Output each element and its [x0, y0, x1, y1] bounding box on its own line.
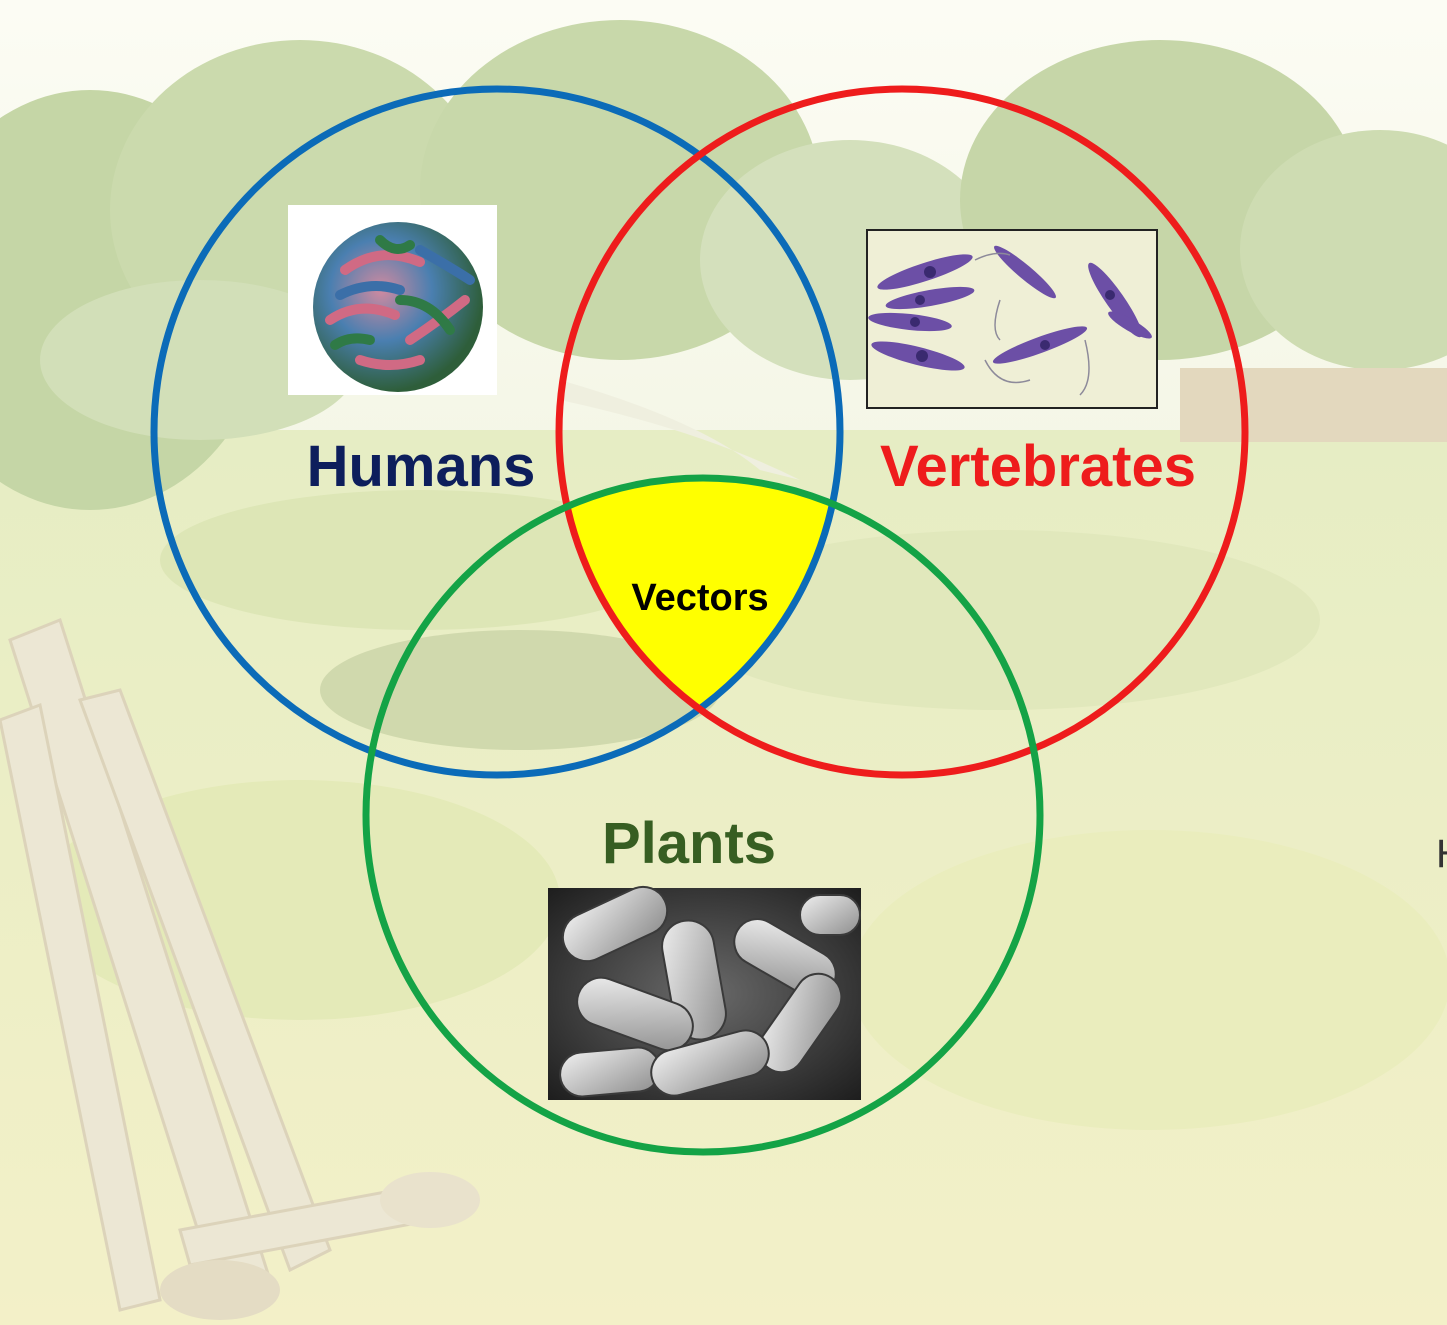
plants-label: Plants [602, 811, 776, 876]
virus-particle-image [288, 205, 497, 395]
vertebrates-label: Vertebrates [880, 434, 1196, 499]
clipped-edge-text: H [1436, 832, 1447, 877]
humans-label: Humans [307, 434, 536, 499]
trypanosome-microscopy-image [867, 230, 1157, 408]
bacteria-sem-image [548, 879, 861, 1101]
vectors-label: Vectors [631, 577, 768, 619]
